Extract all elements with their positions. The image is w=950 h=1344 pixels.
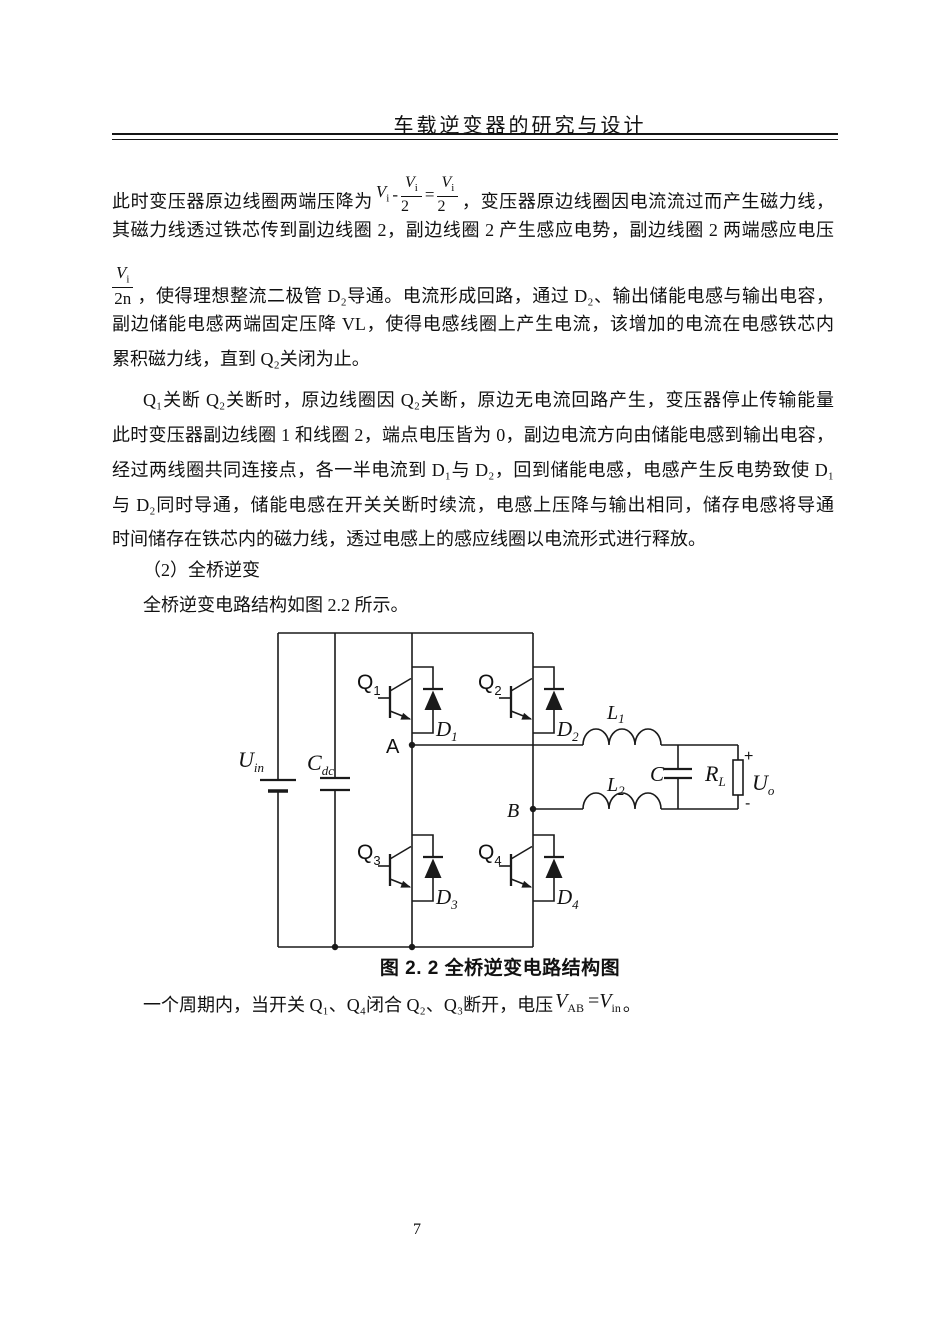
d4-branch-wire <box>533 834 555 902</box>
figure-caption: 图 2. 2 全桥逆变电路结构图 <box>379 958 621 979</box>
bottom-junction-dot-2 <box>408 943 416 951</box>
full-bridge-inverter-diagram: Uin Cdc Q1 Q2 Q3 Q4 D1 D2 D3 D4 A B L1 L… <box>238 632 775 951</box>
q2-emitter-arrow <box>521 712 532 720</box>
diode-d1-icon <box>424 690 442 710</box>
diode-d2-icon <box>545 690 563 710</box>
header-double-rule <box>112 133 838 140</box>
label-q3: Q3 <box>357 841 381 868</box>
body-line-4: 副边储能电感两端固定压降 VL，使得电感线圈上产生电流，该增加的电流在电感铁芯内 <box>112 314 834 334</box>
inductor-l1-icon <box>582 728 662 746</box>
body-line-10: 时间储存在铁芯内的磁力线，透过电感上的感应线圈以电流形式进行释放。 <box>112 529 706 549</box>
section-item-2: （2）全桥逆变 <box>143 560 260 580</box>
line11-tail: 。 <box>622 995 641 1015</box>
capacitor-cdc <box>320 776 350 792</box>
node-b-dot <box>529 805 537 813</box>
label-c: C <box>650 762 665 786</box>
resistor-rl-icon <box>732 759 744 796</box>
q1-collector <box>389 677 412 692</box>
line11-lead: 一个周期内，当开关 Q₁、Q₄闭合 Q₂、Q₃断开，电压 <box>143 995 554 1015</box>
node-a-dot <box>408 741 416 749</box>
body-line-8: 经过两线圈共同连接点，各一半电流到 D₁与 D₂，回到储能电感，电感产生反电势致… <box>112 460 834 480</box>
inductor-l2-icon <box>582 792 662 810</box>
q1-emitter-arrow <box>400 712 411 720</box>
body-line-2: 其磁力线透过铁芯传到副边线圈 2，副边线圈 2 产生感应电势，副边线圈 2 两端… <box>112 220 834 240</box>
label-d2: D2 <box>556 717 579 744</box>
igbt-q1 <box>378 666 443 734</box>
line1-tail: ，变压器原边线圈因电流流过而产生磁力线， <box>461 191 834 212</box>
capacitor-c <box>664 745 692 809</box>
bottom-junction-dot-1 <box>331 943 339 951</box>
line1-lead: 此时变压器原边线圈两端压降为 <box>112 191 373 212</box>
body-line-7: 此时变压器副边线圈 1 和线圈 2，端点电压皆为 0，副边电流方向由储能电感到输… <box>112 425 834 445</box>
label-q1: Q1 <box>357 671 381 698</box>
label-uin: Uin <box>238 747 264 775</box>
body-line-5: 累积磁力线，直到 Q₂关闭为止。 <box>112 349 370 369</box>
igbt-q3 <box>378 834 443 902</box>
igbt-q2 <box>499 666 564 734</box>
q4-emitter-arrow <box>521 880 532 888</box>
label-d1: D1 <box>435 717 458 744</box>
label-uo: Uo <box>752 770 775 798</box>
label-d3: D3 <box>435 885 458 912</box>
label-rl: RL <box>704 761 726 789</box>
igbt-q4 <box>499 834 564 902</box>
q3-emitter-arrow <box>400 880 411 888</box>
q4-collector <box>510 845 533 860</box>
label-q4: Q4 <box>478 841 502 868</box>
label-l1: L1 <box>606 702 625 726</box>
battery-uin <box>260 778 296 793</box>
q3-collector <box>389 845 412 860</box>
page-header-title: 车载逆变器的研究与设计 <box>393 115 647 137</box>
q2-collector <box>510 677 533 692</box>
diode-d4-icon <box>545 858 563 878</box>
body-line-6: Q₁关断 Q₂关断时，原边线圈因 Q₂关断，原边无电流回路产生，变压器停止传输能… <box>143 390 834 410</box>
body-line-9: 与 D₂同时导通，储能电感在开关关断时续流，电感上压降与输出相同，储存电感将导通 <box>112 495 834 515</box>
diode-d3-icon <box>424 858 442 878</box>
line3-tail: ，使得理想整流二极管 D₂导通。电流形成回路，通过 D₂、输出储能电感与输出电容… <box>137 286 834 306</box>
label-q2: Q2 <box>478 671 502 698</box>
label-l2: L2 <box>606 774 625 798</box>
label-cdc: Cdc <box>307 750 334 778</box>
output-plus-sign: + <box>744 748 753 765</box>
load-resistor-rl <box>732 745 744 809</box>
label-d4: D4 <box>556 885 579 912</box>
d2-branch-wire <box>533 666 555 734</box>
d3-branch-wire <box>412 834 434 902</box>
label-node-a: A <box>386 736 400 758</box>
d1-branch-wire <box>412 666 434 734</box>
figure-reference: 全桥逆变电路结构如图 2.2 所示。 <box>143 595 409 615</box>
inline-equation-vab: VAB =Vin <box>555 990 621 1015</box>
output-minus-sign: - <box>745 795 750 812</box>
page-number: 7 <box>413 1221 421 1238</box>
label-node-b: B <box>507 800 519 822</box>
